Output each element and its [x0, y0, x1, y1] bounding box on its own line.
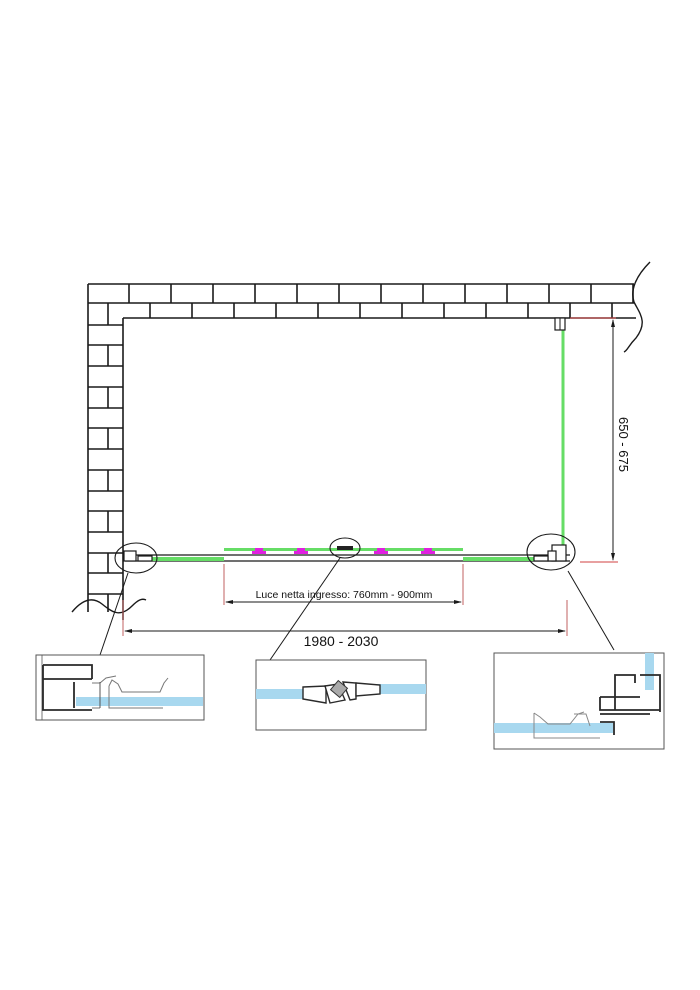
roller-2 — [294, 548, 308, 554]
detail-circle-center[interactable] — [329, 537, 361, 559]
fixed-glass-right — [463, 557, 551, 561]
roller-4 — [421, 548, 435, 554]
side-glass-panel — [554, 317, 566, 545]
left-wall-profile — [123, 550, 153, 562]
top-brick-wall — [88, 283, 636, 325]
depth-dimension-label: 650 - 675 — [616, 417, 631, 472]
center-joint — [337, 546, 353, 550]
wall-break-curve-bottom — [71, 598, 147, 614]
roller-3 — [374, 548, 388, 554]
roller-1 — [252, 548, 266, 554]
wall-break-curve-right — [623, 261, 651, 353]
detail-circle-left[interactable] — [114, 542, 158, 574]
door-rollers — [252, 548, 435, 554]
center-door-joint-detail — [255, 659, 427, 731]
left-wall-profile-detail — [35, 654, 205, 721]
left-brick-wall — [87, 284, 124, 620]
detail-leader-lines — [99, 557, 615, 661]
entrance-dimension — [223, 564, 464, 605]
width-dimension-label: 1980 - 2030 — [304, 633, 379, 649]
right-corner-detail — [493, 652, 665, 750]
right-corner-profile — [533, 544, 567, 562]
entrance-dimension-label: Luce netta ingresso: 760mm - 900mm — [256, 589, 433, 601]
fixed-glass-left — [152, 557, 224, 561]
detail-circle-right[interactable] — [526, 533, 576, 571]
depth-dimension — [570, 317, 618, 563]
width-dimension — [122, 600, 568, 636]
